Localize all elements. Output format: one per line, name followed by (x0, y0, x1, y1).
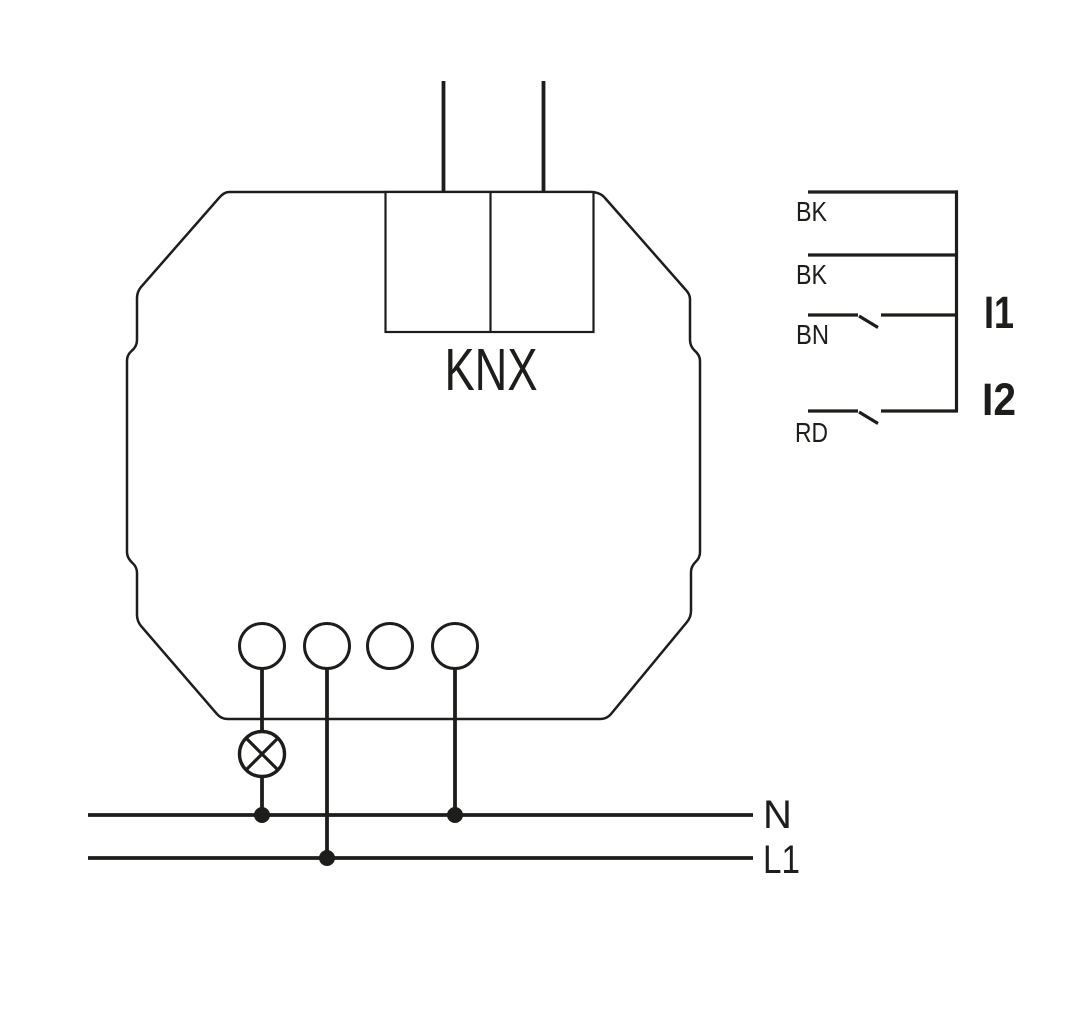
switch-contact-i1 (808, 313, 958, 329)
switch-blade-i1 (858, 314, 879, 329)
knx-bus-label: KNX (445, 337, 538, 403)
lead-bn-label: BN (796, 319, 829, 350)
device-outline (125, 190, 702, 721)
junction-dot-lamp-neutral (254, 807, 270, 823)
junction-dot-terminal2-line (319, 850, 335, 866)
terminal-3 (366, 622, 414, 670)
lead-rd-label: RD (795, 417, 828, 448)
terminal-4 (431, 622, 479, 670)
terminal-1 (238, 622, 286, 670)
line-label: L1 (763, 838, 800, 882)
neutral-label: N (763, 793, 792, 837)
channel-i2-label: I2 (982, 374, 1016, 425)
junction-dot-terminal4-neutral (447, 807, 463, 823)
lamp-icon (237, 729, 287, 779)
switch-contact-i2 (808, 409, 958, 425)
terminal-2 (303, 622, 351, 670)
switch-blade-i2 (858, 410, 879, 425)
lead-bk1-label: BK (796, 196, 827, 227)
lead-bk2-label: BK (796, 259, 827, 290)
lamp-cross-stroke-2 (245, 737, 279, 771)
channel-i1-label: I1 (984, 287, 1014, 338)
